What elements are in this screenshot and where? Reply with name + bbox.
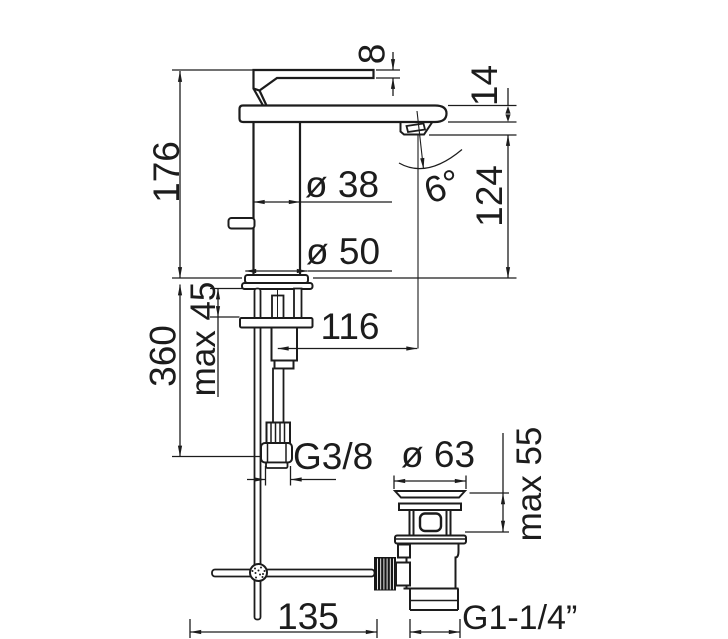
hose-nut [260, 442, 293, 464]
label-g114: G1-1/4” [462, 599, 577, 637]
shank-body [270, 326, 298, 362]
label-360: 360 [143, 325, 184, 387]
label-38: ø 38 [305, 164, 379, 205]
label-50: ø 50 [306, 231, 380, 272]
aerator-insert [405, 122, 427, 134]
label-135: 135 [277, 596, 339, 637]
shank-step [273, 359, 295, 370]
pivot-ball [249, 563, 268, 582]
dim-max45 [210, 287, 242, 397]
rod-socket [395, 561, 411, 587]
mounting-stud [293, 287, 303, 319]
dim-14 [448, 88, 517, 123]
dim-135 [189, 619, 378, 638]
dim-360 [172, 284, 260, 458]
dim-124 [313, 134, 517, 279]
temperature-pin [227, 217, 256, 230]
jet-tilt-line [416, 110, 425, 170]
label-14: 14 [464, 65, 505, 106]
knurl-stripes [377, 558, 394, 590]
aerator [399, 121, 433, 136]
angle-arc [398, 149, 463, 170]
dim-max55 [465, 433, 509, 533]
dim-8 [376, 52, 400, 96]
waste-seat [398, 502, 462, 511]
pivot-ball-texture [251, 566, 266, 579]
faucet-outline [227, 68, 448, 290]
mounting-washer [239, 317, 314, 329]
lever-handle [252, 68, 375, 92]
rod-socket-tab [397, 543, 411, 559]
dim-g38 [247, 466, 336, 486]
waste-cap [392, 490, 468, 499]
base-flange-top [244, 274, 309, 284]
dim-176 [172, 69, 253, 279]
hose-nut-collar [265, 461, 289, 469]
label-176: 176 [146, 141, 187, 203]
drain-assembly [374, 490, 468, 611]
base-flange-bottom [241, 282, 314, 290]
label-63: ø 63 [401, 434, 475, 475]
under-counter-parts [239, 287, 314, 621]
dimension-labels: 8 14 176 124 ø 38 6° ø 50 max 45 116 360… [143, 44, 578, 637]
label-8: 8 [352, 44, 393, 65]
label-116: 116 [321, 306, 380, 347]
spout-body [238, 104, 448, 124]
hose-tube [272, 367, 285, 424]
dimension-lines [172, 52, 517, 638]
horizontal-rod [211, 568, 376, 578]
dim-6deg [398, 110, 463, 349]
label-max45: max 45 [184, 282, 223, 397]
popup-lever [211, 563, 376, 582]
label-max55: max 55 [510, 427, 549, 542]
label-124: 124 [469, 165, 510, 227]
waste-window [418, 512, 443, 533]
label-g38: G3/8 [293, 436, 373, 477]
hose-corrugation [265, 421, 291, 444]
dim-g114 [409, 619, 461, 638]
dim-63 [393, 475, 467, 489]
